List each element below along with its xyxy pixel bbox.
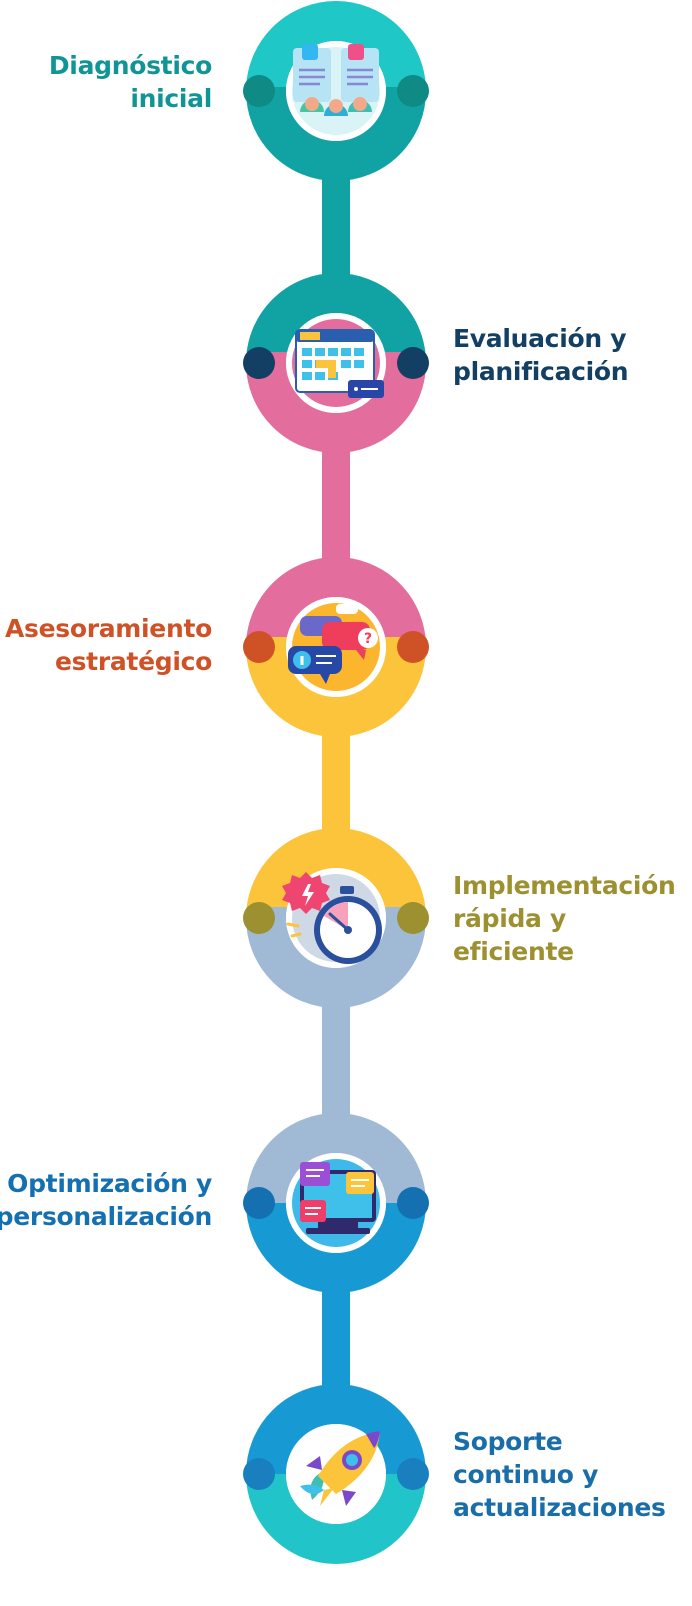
stopwatch-icon (282, 872, 382, 964)
svg-text:?: ? (364, 631, 372, 647)
step-label-optimizacion: Optimización y personalización (0, 1169, 212, 1231)
step-label-diagnostico: Diagnóstico inicial (48, 51, 212, 113)
step-label-asesoramiento: Asesoramiento estratégico (4, 614, 212, 676)
calendar-planning-icon (292, 319, 384, 407)
step-label-evaluacion: Evaluación y planificación (453, 324, 629, 386)
monitor-settings-icon (292, 1159, 380, 1247)
step-label-implementacion: Implementación rápida y eficiente (453, 871, 676, 966)
chat-bubbles-icon: ? (288, 603, 380, 691)
connector-2 (322, 430, 350, 580)
team-review-icon (292, 44, 380, 135)
step-label-soporte: Soporte continuo y actualizaciones (453, 1427, 666, 1522)
rocket-icon (292, 1430, 380, 1518)
